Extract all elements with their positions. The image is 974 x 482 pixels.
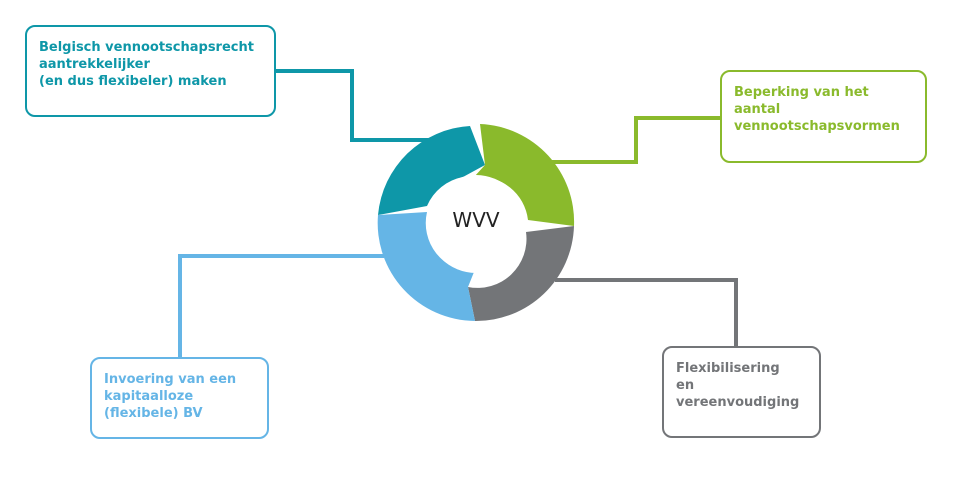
connector-bottom-right	[555, 278, 738, 346]
box-top-left-line: aantrekkelijker	[39, 57, 150, 72]
box-top-left: Belgisch vennootschapsrecht aantrekkelij…	[25, 25, 276, 117]
connector-top-right	[550, 116, 720, 164]
box-bottom-left-line: Invoering van een	[104, 372, 237, 387]
box-top-left-line: (en dus flexibeler) maken	[39, 74, 227, 89]
box-bottom-right-line: en	[676, 378, 695, 393]
box-bottom-left-line: (flexibele) BV	[104, 406, 203, 421]
box-top-left-line: Belgisch vennootschapsrecht	[39, 40, 254, 55]
box-bottom-right-line: Flexibilisering	[676, 361, 780, 376]
ring-segment-gray	[468, 226, 574, 322]
box-bottom-right-line: vereenvoudiging	[676, 395, 800, 410]
box-top-right-line: vennootschapsvormen	[734, 119, 900, 134]
box-bottom-left: Invoering van een kapitaalloze (flexibel…	[90, 357, 269, 439]
connector-bottom-left	[178, 254, 384, 357]
ring-segment-teal	[378, 126, 485, 215]
connector-top-left	[276, 69, 430, 142]
ring-segment-light-blue	[377, 212, 475, 321]
box-top-right: Beperking van het aantal vennootschapsvo…	[720, 70, 927, 163]
ring-segment-green	[474, 124, 575, 226]
center-label: WVV	[452, 208, 500, 232]
box-bottom-left-line: kapitaalloze	[104, 389, 194, 404]
ring-center	[427, 175, 525, 273]
box-top-right-line: Beperking van het	[734, 85, 869, 100]
box-top-right-line: aantal	[734, 102, 781, 117]
box-bottom-right: Flexibilisering en vereenvoudiging	[662, 346, 821, 438]
